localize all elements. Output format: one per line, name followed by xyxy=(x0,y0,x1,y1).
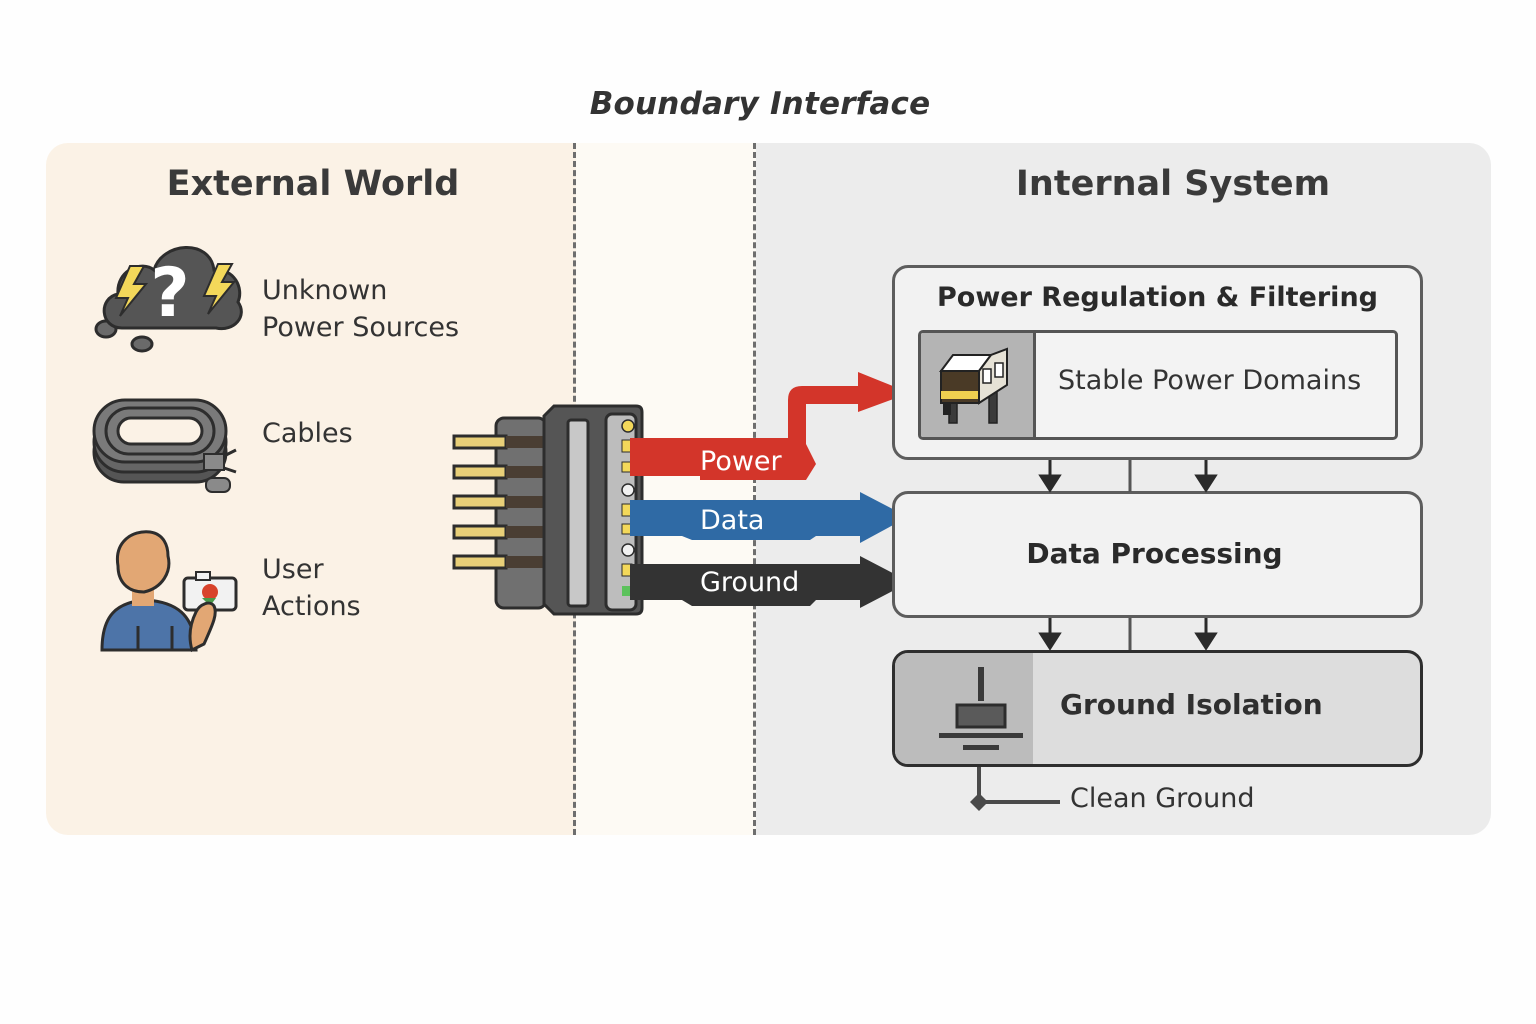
coiled-cable-icon xyxy=(90,392,245,504)
cables-label: Cables xyxy=(262,418,353,449)
ground-isolation-label: Ground Isolation xyxy=(1060,688,1323,721)
multi-pin-connector-icon xyxy=(450,400,650,620)
label-line: Actions xyxy=(262,591,361,622)
clean-ground-label: Clean Ground xyxy=(1070,783,1255,814)
storm-cloud-question-icon: ? xyxy=(92,236,247,356)
stable-power-domains-label: Stable Power Domains xyxy=(1058,365,1362,396)
user-actions-label: User Actions xyxy=(262,551,361,625)
label-line: Power Sources xyxy=(262,312,460,343)
label-line: User xyxy=(262,554,324,585)
data-processing-block xyxy=(892,491,1423,618)
ground-flow-arrow xyxy=(630,556,910,608)
external-world-panel xyxy=(46,143,576,835)
svg-text:?: ? xyxy=(150,254,189,333)
unknown-power-sources-label: Unknown Power Sources xyxy=(262,272,459,346)
ground-symbol-icon xyxy=(895,653,1033,764)
external-world-title: External World xyxy=(166,164,460,204)
data-flow-label: Data xyxy=(700,505,765,536)
boundary-divider-right xyxy=(753,143,756,835)
signal-flows xyxy=(620,360,920,620)
power-flow-arrow xyxy=(630,372,910,480)
power-flow-label: Power xyxy=(700,446,782,477)
label-line: Unknown xyxy=(262,275,388,306)
power-module-icon xyxy=(921,333,1036,437)
user-pressing-button-icon xyxy=(96,526,244,654)
ground-isolation-block xyxy=(892,650,1423,767)
ground-flow-label: Ground xyxy=(700,567,800,598)
data-flow-arrow xyxy=(630,492,908,543)
power-regulation-title: Power Regulation & Filtering xyxy=(936,282,1378,313)
data-processing-label: Data Processing xyxy=(1026,537,1283,570)
diagram-title: Boundary Interface xyxy=(589,86,931,122)
internal-system-title: Internal System xyxy=(1015,164,1331,204)
stable-power-domains-block xyxy=(918,330,1398,440)
